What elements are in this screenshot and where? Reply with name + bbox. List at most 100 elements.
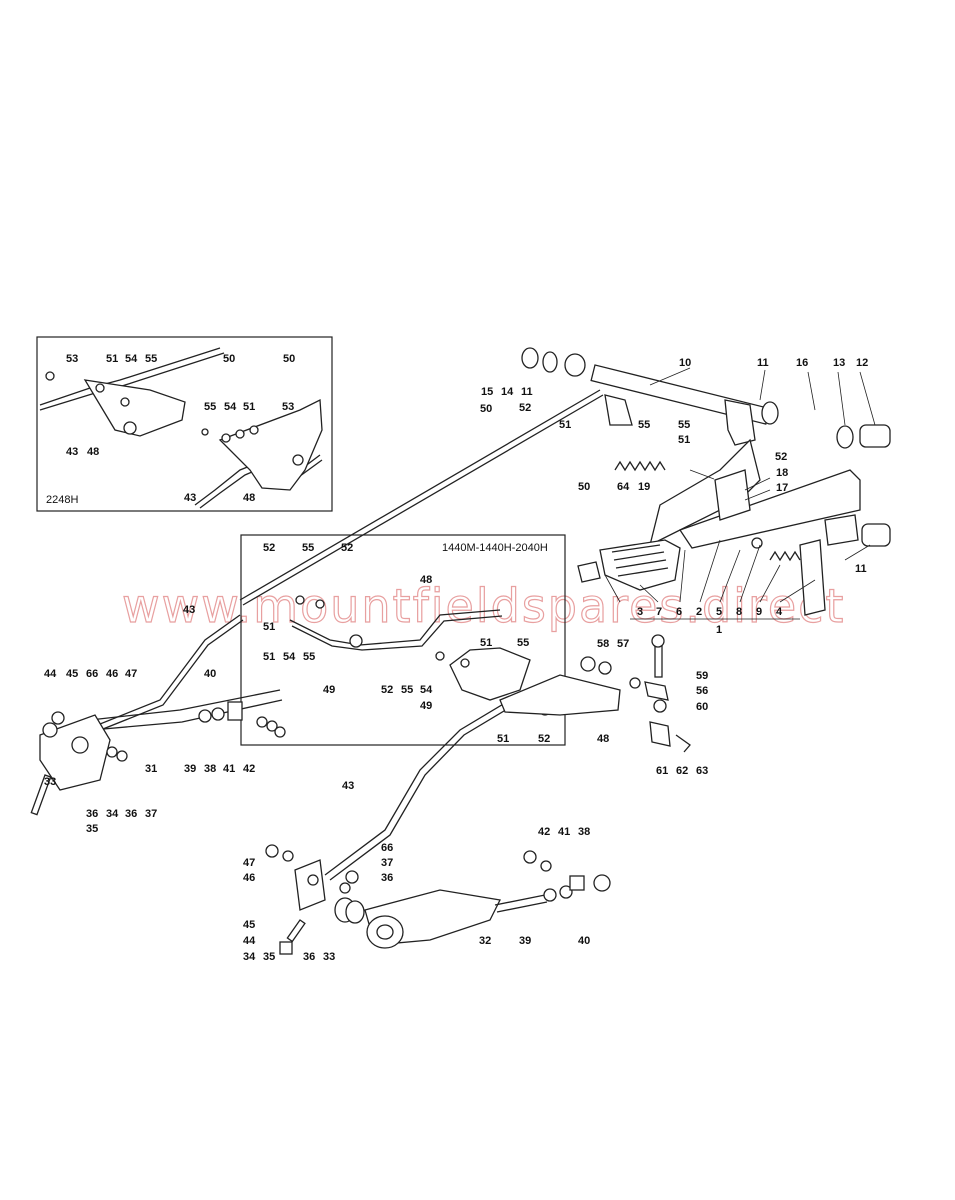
part-label: 38	[578, 826, 590, 838]
part-label: 39	[519, 935, 531, 947]
part-label: 35	[263, 951, 275, 963]
part-label: 66	[381, 842, 393, 854]
part-label: 18	[776, 467, 788, 479]
part-label: 52	[519, 402, 531, 414]
part-label: 55	[638, 419, 650, 431]
inset-lever-48	[83, 379, 186, 437]
part-label: 51	[480, 637, 492, 649]
part-label: 50	[480, 403, 492, 415]
part-label: 12	[856, 357, 868, 369]
part-label: 49	[420, 700, 432, 712]
part-label: 55	[302, 542, 314, 554]
part-label: 40	[204, 668, 216, 680]
part-label: 54	[420, 684, 433, 696]
part-label: 45	[66, 668, 78, 680]
part-label: 10	[679, 357, 691, 369]
part-label: 36	[86, 808, 98, 820]
part-label: 53	[282, 401, 294, 413]
part-label: 1	[716, 624, 722, 636]
part-label: 33	[323, 951, 335, 963]
part-label: 17	[776, 482, 788, 494]
part-label: 32	[479, 935, 491, 947]
inset-1440-model: 1440M-1440H-2040H	[442, 542, 548, 554]
part-label: 43	[184, 492, 196, 504]
part-label: 33	[44, 776, 56, 788]
part-label: 55	[401, 684, 413, 696]
part-label: 47	[243, 857, 255, 869]
inset-1440: 1440M-1440H-2040H	[240, 534, 566, 746]
part-label: 4	[776, 606, 783, 618]
part-label: 48	[87, 446, 99, 458]
frame-member	[678, 469, 861, 549]
part-label: 11	[855, 563, 867, 575]
part-label: 13	[833, 357, 845, 369]
part-label: 54	[283, 651, 296, 663]
rod-43-upper	[59, 614, 241, 741]
inset-1440-frame	[240, 534, 566, 746]
part-label: 2	[696, 606, 702, 618]
part-label: 66	[86, 668, 98, 680]
part-label: 51	[497, 733, 509, 745]
part-label: 51	[243, 401, 255, 413]
part-label: 46	[106, 668, 118, 680]
part-label: 36	[125, 808, 137, 820]
part-label: 16	[796, 357, 808, 369]
part-label: 48	[243, 492, 255, 504]
part-label: 57	[617, 638, 629, 650]
part-label: 52	[341, 542, 353, 554]
part-label: 51	[263, 651, 275, 663]
part-label: 42	[538, 826, 550, 838]
part-label: 43	[183, 604, 195, 616]
part-label: 38	[204, 763, 216, 775]
link-48	[499, 674, 621, 716]
part-label: 52	[538, 733, 550, 745]
part-label: 55	[303, 651, 315, 663]
part-label: 34	[243, 951, 256, 963]
part-label: 41	[223, 763, 235, 775]
left-cable-assembly	[30, 689, 286, 816]
spring-9	[769, 550, 801, 562]
inset-2248h-frame	[36, 336, 333, 512]
part-label: 34	[106, 808, 119, 820]
part-label: 45	[243, 919, 255, 931]
part-label: 35	[86, 823, 98, 835]
part-label: 52	[263, 542, 275, 554]
part-label: 51	[106, 353, 118, 365]
part-label: 11	[757, 357, 769, 369]
part-label: 64	[617, 481, 630, 493]
bottom-assembly	[265, 844, 611, 955]
part-label: 37	[145, 808, 157, 820]
part-label: 46	[243, 872, 255, 884]
part-label: 41	[558, 826, 570, 838]
part-label: 48	[420, 574, 432, 586]
part-label: 31	[145, 763, 157, 775]
part-label: 3	[637, 606, 643, 618]
part-label: 43	[342, 780, 354, 792]
part-label: 60	[696, 701, 708, 713]
part-label: 6	[676, 606, 682, 618]
part-label: 40	[578, 935, 590, 947]
part-label: 53	[66, 353, 78, 365]
part-label: 7	[656, 606, 662, 618]
spring-64	[614, 460, 666, 472]
part-label: 15	[481, 386, 493, 398]
rod-50	[239, 389, 601, 601]
part-label: 36	[303, 951, 315, 963]
inset-rod-48	[289, 609, 501, 646]
part-label: 55	[517, 637, 529, 649]
part-label: 52	[775, 451, 787, 463]
inset-bracket	[218, 398, 323, 491]
part-label: 11	[521, 386, 533, 398]
part-label: 55	[678, 419, 690, 431]
shaft-assembly	[521, 347, 891, 547]
bracket-4	[799, 539, 826, 616]
part-label: 43	[66, 446, 78, 458]
part-label: 50	[283, 353, 295, 365]
watermark-text: www.mountfieldspares.direct	[122, 579, 845, 633]
part-label: 37	[381, 857, 393, 869]
left-bracket	[39, 714, 111, 791]
part-label: 47	[125, 668, 137, 680]
part-label: 55	[204, 401, 216, 413]
part-label: 42	[243, 763, 255, 775]
